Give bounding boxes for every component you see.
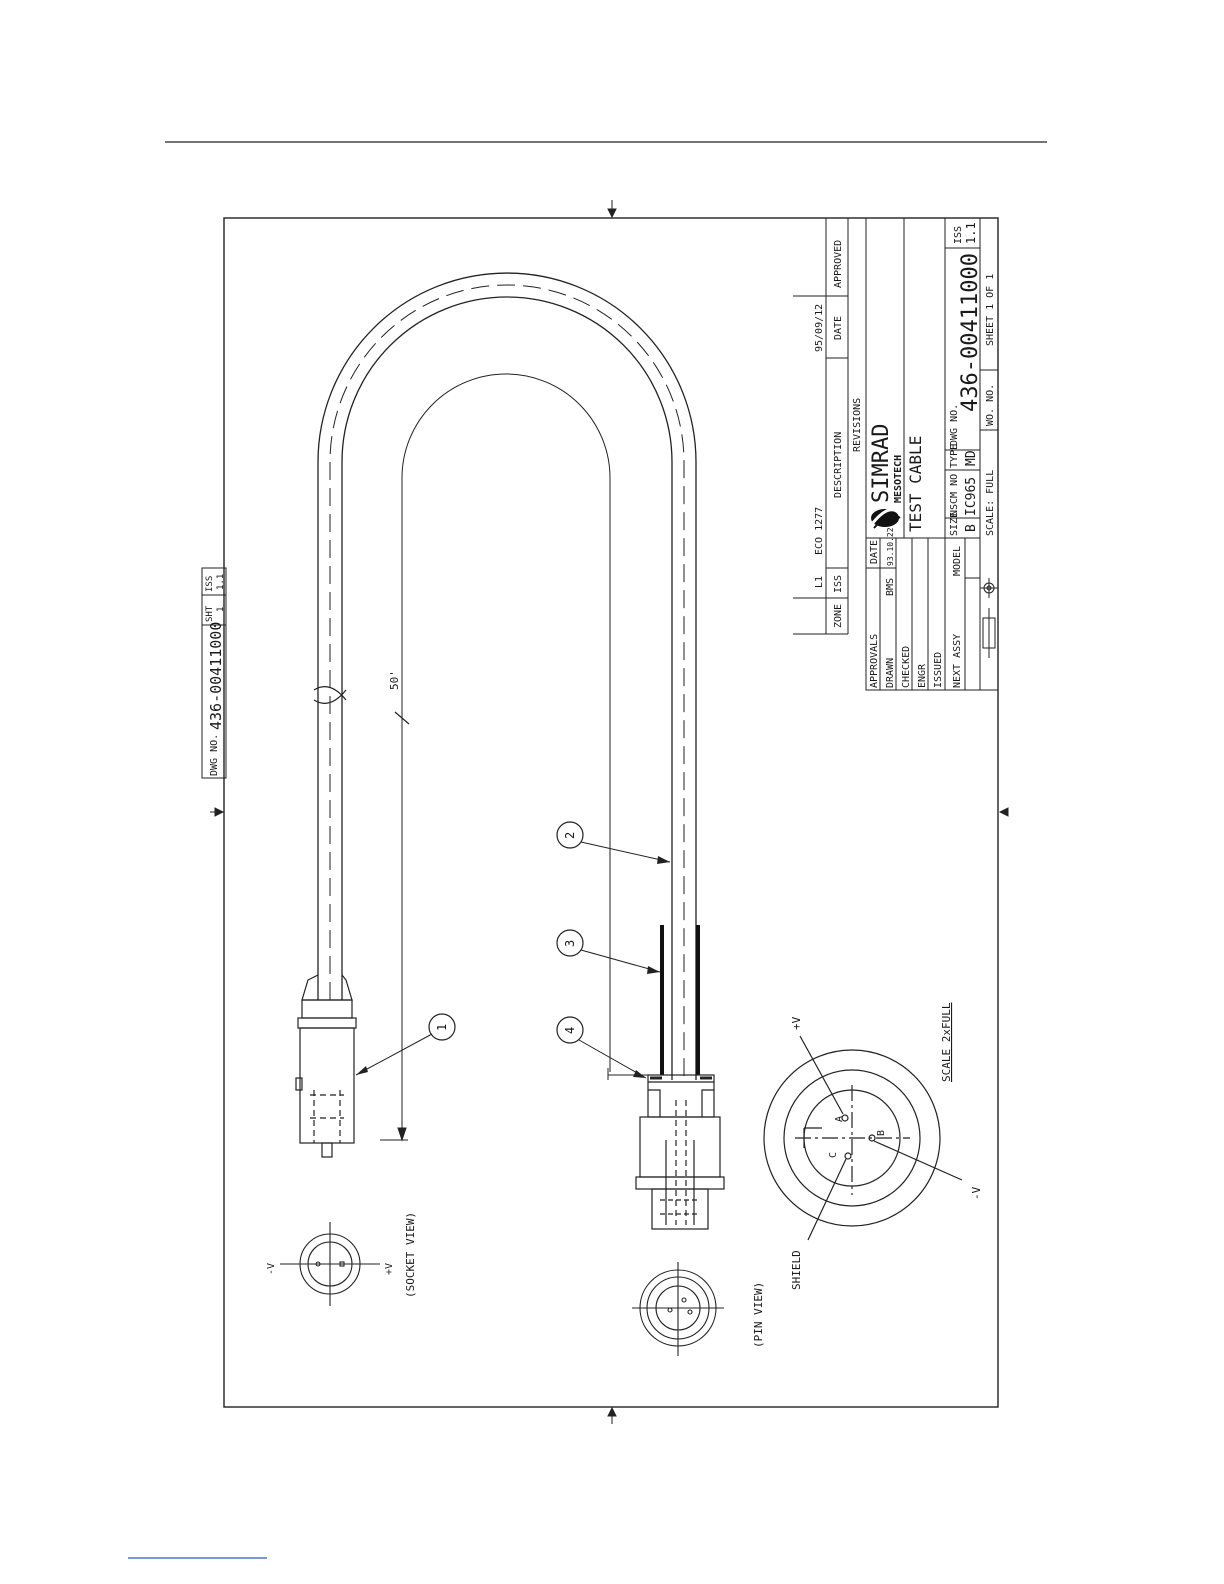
pin-c-label: C: [828, 1152, 839, 1158]
type-value: MD: [964, 450, 979, 466]
callout-3: 3: [556, 929, 661, 974]
pin-view-diagram: [632, 1262, 724, 1356]
socket-minus-v: -V: [266, 1263, 277, 1275]
rev-zone-label: ZONE: [833, 604, 844, 628]
sheet-sht-label: SHT: [205, 605, 215, 622]
checked-label: CHECKED: [901, 646, 912, 688]
pin-b-label: B: [876, 1130, 887, 1136]
socket-connector: [295, 974, 357, 1158]
callout-4-label: 4: [563, 1027, 577, 1034]
callout-3-label: 3: [563, 940, 577, 947]
callout-1: 1: [355, 1013, 456, 1076]
sheet-dwg-number: 436-00411000: [207, 622, 225, 730]
drawing-title: TEST CABLE: [906, 436, 925, 532]
centering-marks: [210, 200, 1009, 1424]
approvals-label: APPROVALS: [869, 634, 880, 688]
drawing-border: [223, 217, 999, 1408]
rev-iss-label: ISS: [833, 575, 844, 593]
rev-row-description: ECO 1277: [814, 507, 825, 555]
socket-view-diagram: [280, 1222, 380, 1306]
engr-label: ENGR: [917, 663, 928, 688]
length-label: 50': [388, 670, 401, 690]
title-iss-label: ISS: [953, 226, 964, 244]
nscm-label: NSCM NO: [949, 474, 960, 516]
callout-2-label: 2: [563, 832, 577, 839]
next-assy-label: NEXT ASSY: [952, 634, 963, 688]
sheet-iss-label: ISS: [205, 576, 215, 592]
length-dimension: [380, 640, 648, 1142]
sheet-sht-value: 1: [216, 607, 226, 612]
plug-connector: [635, 1074, 725, 1230]
rev-approved-label: APPROVED: [833, 240, 844, 288]
sheet-dwg-label: DWG NO.: [209, 734, 220, 776]
approvals-date-label: DATE: [869, 540, 880, 564]
callout-2: 2: [556, 821, 671, 864]
socket-plus-v: +V: [384, 1263, 395, 1275]
minus-v-label: -V: [970, 1186, 983, 1200]
shield-label: SHIELD: [790, 1250, 803, 1290]
title-iss-value: 1.1: [964, 222, 978, 244]
rev-date-label: DATE: [833, 316, 844, 340]
cable-drawing: [317, 272, 697, 1140]
company-sub: MESOTECH: [893, 455, 904, 503]
title-dwg-label: DWG NO.: [949, 404, 960, 446]
model-label: MODEL: [952, 546, 963, 576]
rev-row-date: 95/09/12: [814, 304, 825, 352]
title-block: [865, 217, 999, 691]
callout-4: 4: [556, 1016, 647, 1079]
sheet-header-box: DWG NO. 436-00411000 SHT 1 ISS 1.1: [201, 567, 227, 779]
size-value: B: [964, 524, 979, 532]
scale-detail-diagram: [763, 1035, 963, 1241]
socket-view-label: (SOCKET VIEW): [404, 1212, 417, 1298]
pin-view-label: (PIN VIEW): [752, 1282, 765, 1348]
heat-shrink-sleeve: [660, 925, 700, 1075]
scale-detail-label: SCALE 2xFULL: [940, 1002, 953, 1082]
drawn-label: DRAWN: [885, 658, 896, 688]
callout-1-label: 1: [435, 1024, 449, 1031]
projection-symbol-icon: [980, 578, 998, 658]
scale-text: SCALE: FULL: [985, 470, 996, 536]
type-label: TYPE: [949, 444, 960, 468]
drawn-by: BMS: [885, 578, 896, 596]
pin-a-label: A: [834, 1116, 845, 1122]
nscm-value: IC965: [964, 477, 979, 516]
sheet-text: SHEET 1 OF 1: [985, 274, 996, 346]
rev-description-label: DESCRIPTION: [833, 432, 844, 498]
title-dwg-number: 436-00411000: [958, 253, 983, 412]
drawn-date: 93.10.22: [886, 527, 895, 566]
revisions-heading: REVISIONS: [852, 398, 863, 452]
cable-break-symbol: [313, 686, 410, 725]
plus-v-label: +V: [790, 1016, 803, 1030]
company-name: SIMRAD: [869, 424, 894, 503]
wo-label: WO. NO.: [985, 384, 996, 426]
sheet-iss-value: 1.1: [216, 574, 226, 590]
simrad-logo-icon: [870, 508, 901, 529]
rev-row-iss: L1: [814, 576, 825, 588]
revisions-block: [793, 218, 849, 635]
issued-label: ISSUED: [933, 652, 944, 688]
size-label: SIZE: [949, 512, 960, 536]
